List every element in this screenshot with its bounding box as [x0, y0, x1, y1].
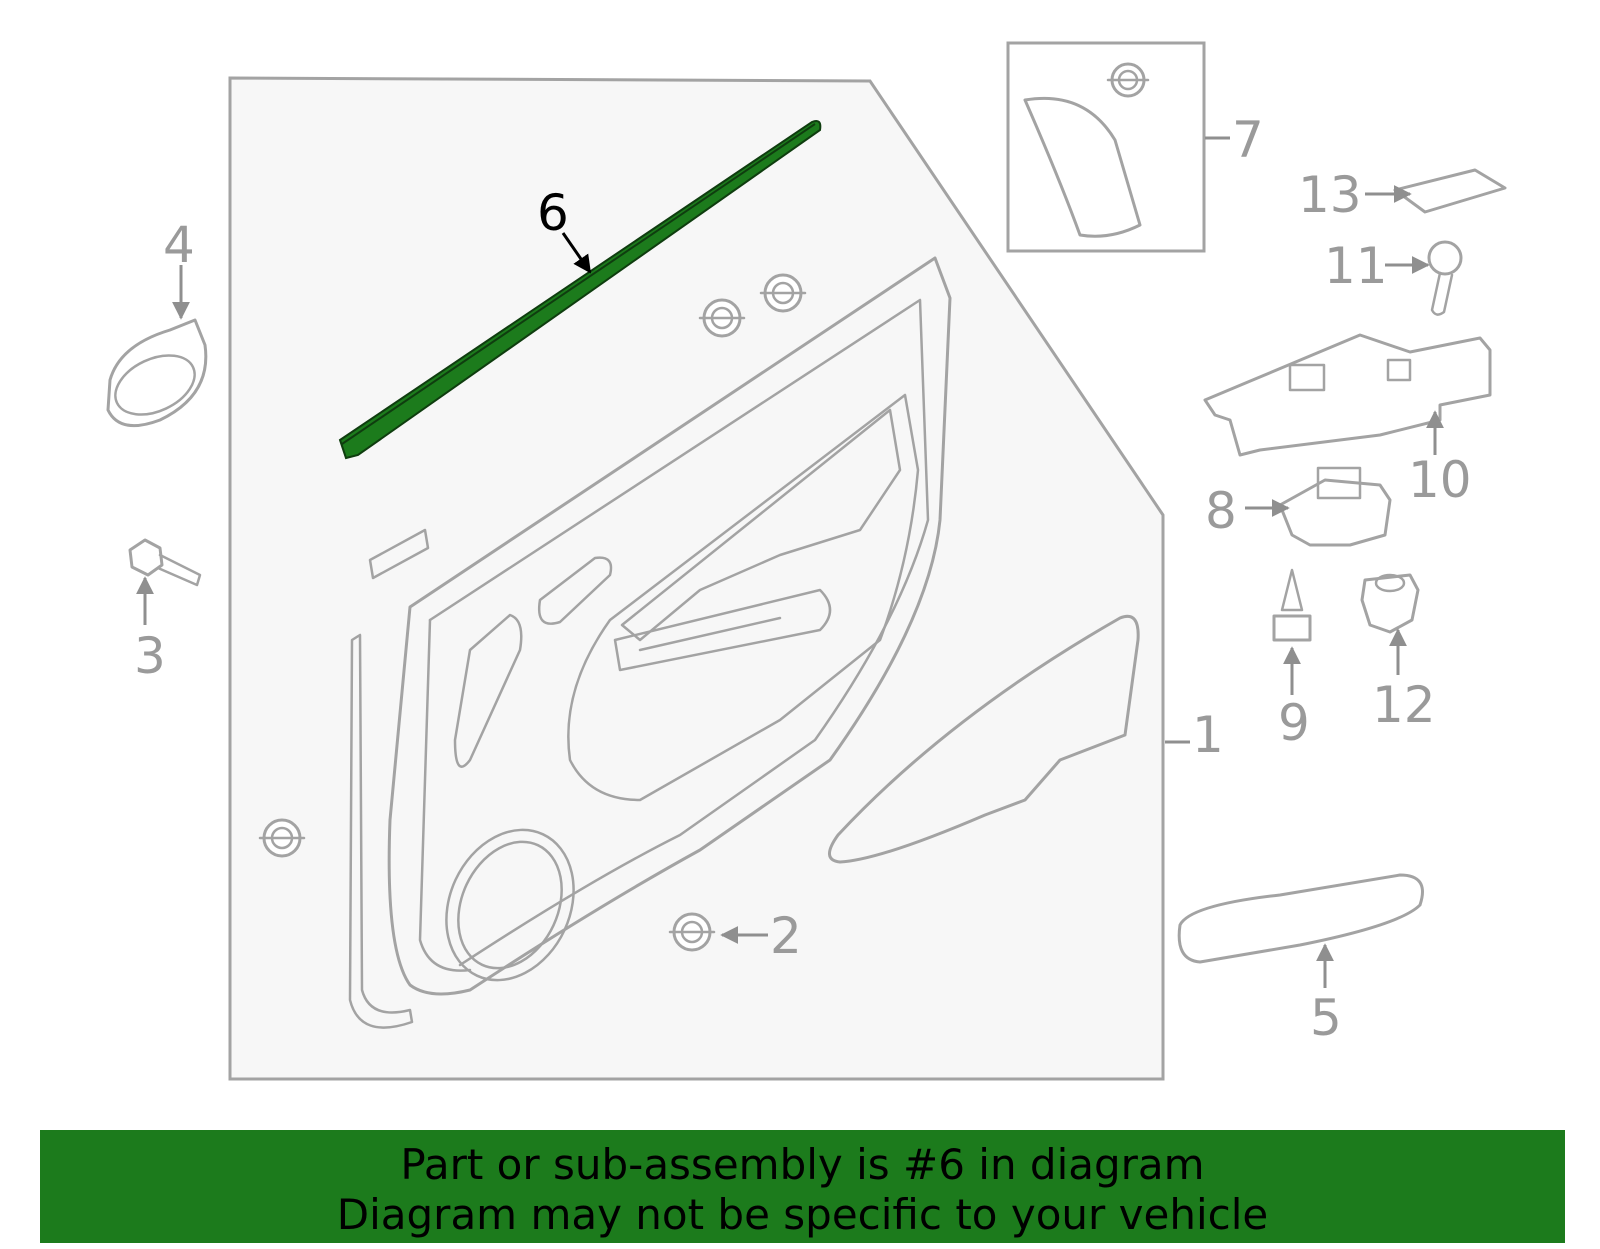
screw-9	[1272, 568, 1312, 642]
callout-11: 11	[1324, 237, 1388, 295]
switch-base	[1203, 333, 1492, 457]
window-switch	[1278, 466, 1392, 547]
pillar-trim	[1023, 96, 1142, 238]
callout-6: 6	[537, 184, 569, 242]
push-clip	[258, 818, 306, 858]
callout-10: 10	[1408, 451, 1472, 509]
highlighted-part-6	[338, 120, 822, 460]
callout-1: 1	[1192, 706, 1224, 764]
callout-8: 8	[1205, 482, 1237, 540]
callout-2: 2	[770, 907, 802, 965]
callout-9: 9	[1278, 694, 1310, 752]
door-trim-panel	[348, 256, 952, 1029]
pull-handle-cover	[1177, 873, 1424, 964]
callout-5: 5	[1310, 989, 1342, 1047]
push-clip	[668, 912, 716, 952]
push-clip	[1106, 62, 1150, 98]
push-clip	[698, 298, 746, 338]
callout-7: 7	[1232, 111, 1264, 169]
callout-4: 4	[163, 216, 195, 274]
banner-line-1: Part or sub-assembly is #6 in diagram	[400, 1140, 1205, 1189]
banner-line-2: Diagram may not be specific to your vehi…	[336, 1190, 1269, 1239]
push-clip	[759, 273, 807, 313]
handle-bezel	[106, 318, 208, 428]
callout-3: 3	[134, 627, 166, 685]
bolt-3	[128, 538, 202, 587]
arrow-6	[561, 232, 592, 274]
info-banner: Part or sub-assembly is #6 in diagram Di…	[40, 1130, 1565, 1243]
sub-box-7	[1006, 41, 1206, 253]
pad-13	[1393, 168, 1507, 214]
callout-13: 13	[1298, 166, 1362, 224]
switch-knob-12	[1360, 573, 1420, 634]
assembly-box	[228, 76, 1165, 1081]
armrest-trim	[828, 614, 1140, 864]
screw-11	[1427, 240, 1463, 316]
callout-12: 12	[1372, 676, 1436, 734]
